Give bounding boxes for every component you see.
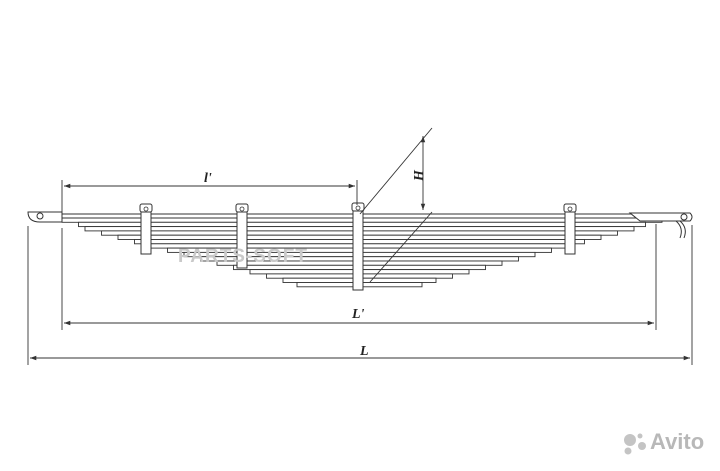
watermark-text: PARTS-SOFT (178, 246, 308, 267)
left-eye (27, 211, 63, 223)
right-eye (628, 212, 693, 239)
clamp-body (140, 205, 152, 255)
dimension-H (359, 127, 433, 283)
clamp-4 (563, 203, 577, 255)
dimension-L (27, 225, 693, 365)
label-l-prime: l' (204, 171, 212, 186)
clamp-2 (235, 203, 249, 269)
avito-wordmark: Avito (650, 429, 704, 454)
clamp-bolt (567, 206, 573, 212)
clamp-bolt (355, 205, 361, 211)
label-L: L (359, 344, 369, 359)
clamp-body (564, 205, 576, 255)
clamp-body (352, 204, 364, 291)
clamp-1 (139, 203, 153, 255)
spring-clamps (139, 202, 577, 291)
clamp-3 (351, 202, 365, 291)
label-H: H (412, 169, 427, 182)
label-L-prime: L' (351, 307, 365, 322)
main-leaf (30, 213, 660, 219)
clamp-bolt (143, 206, 149, 212)
avito-logo: Avito (624, 429, 704, 455)
clamp-bolt (239, 206, 245, 212)
dimension-L-prime (61, 224, 657, 330)
dimension-l-prime (61, 180, 358, 212)
